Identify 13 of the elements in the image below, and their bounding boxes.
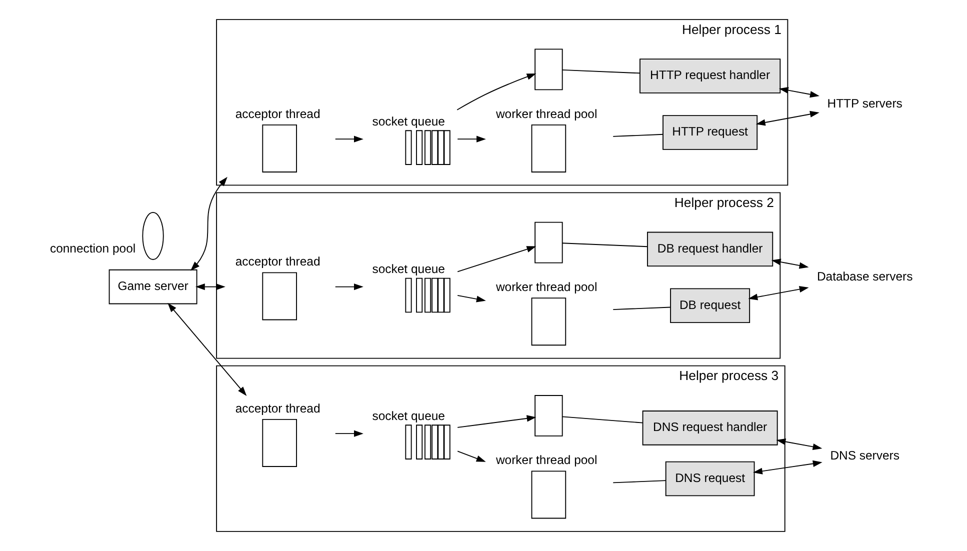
- node-label: acceptor thread: [234, 254, 320, 269]
- node-label: socket queue: [372, 114, 444, 128]
- node-text: DNS servers: [830, 448, 899, 462]
- node-label: connection pool: [50, 241, 136, 256]
- node-text: Database servers: [816, 270, 912, 284]
- node-label: worker thread pool: [495, 106, 597, 121]
- node-label: acceptor thread: [234, 401, 320, 416]
- node-label: worker thread pool: [495, 453, 597, 468]
- node-label: acceptor thread: [234, 106, 320, 121]
- node-label: socket queue: [372, 408, 444, 423]
- node-label: socket queue: [372, 262, 444, 276]
- node-text: HTTP servers: [826, 96, 902, 110]
- node-label: worker thread pool: [495, 280, 597, 294]
